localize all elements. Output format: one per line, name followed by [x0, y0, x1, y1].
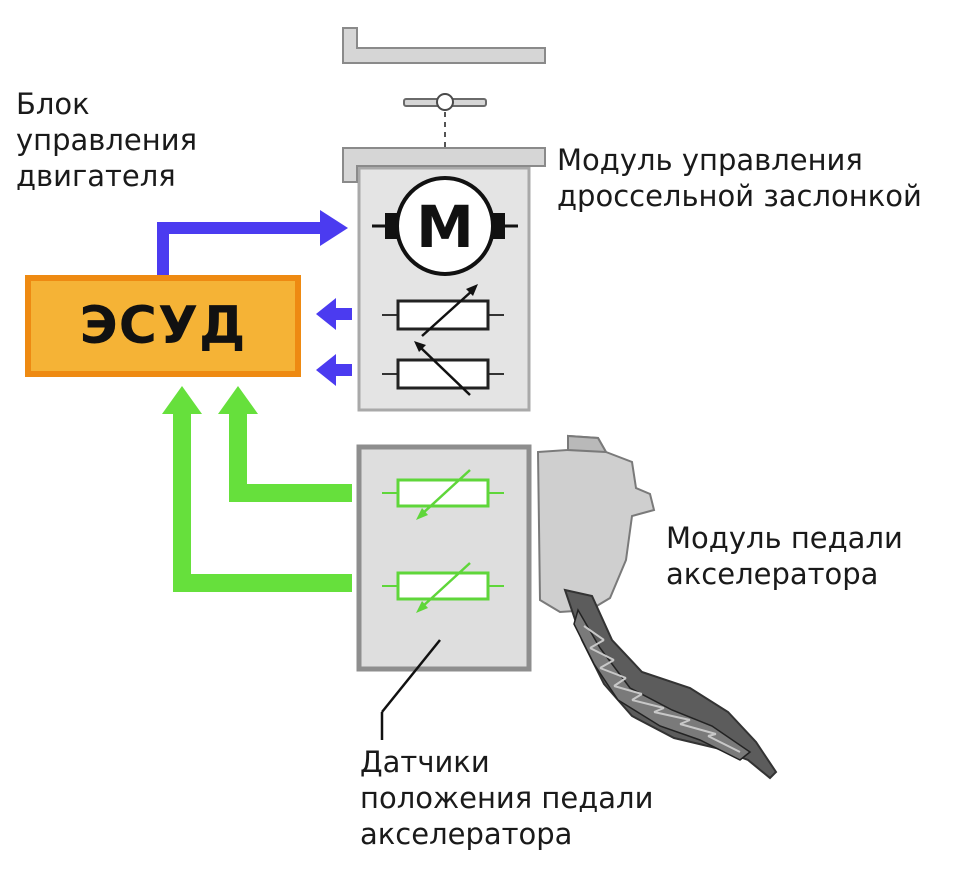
pedal-icon	[536, 434, 778, 780]
ecu-label: Блок управления двигателя	[16, 86, 197, 194]
throttle-pipe-top	[342, 27, 546, 64]
potentiometer-icon	[382, 469, 504, 520]
sensor-arrow	[218, 386, 352, 502]
sensor-arrow	[162, 386, 352, 592]
ecu-box-label: ЭСУД	[79, 296, 247, 356]
pedal-module-label: Модуль педали акселератора	[666, 520, 903, 592]
potentiometer-icon	[382, 562, 504, 613]
ecu-box: ЭСУД	[25, 275, 301, 377]
throttle-feedback-arrow	[316, 298, 352, 330]
throttle-plate-icon	[403, 93, 487, 111]
sensors-leader-line	[381, 639, 441, 713]
sensors-label: Датчики положения педали акселератора	[360, 744, 653, 852]
potentiometer-icon	[382, 284, 504, 337]
potentiometer-icon	[382, 341, 504, 396]
control-arrow	[157, 210, 348, 275]
motor-symbol: M	[416, 193, 474, 261]
sensors-label-line2: положения педали	[360, 781, 654, 815]
sensors-label-line3: акселератора	[360, 817, 573, 851]
throttle-pipe-bottom	[342, 147, 546, 183]
sensors-label-line1: Датчики	[360, 745, 490, 779]
ecu-label-line2: управления	[16, 123, 198, 157]
throttle-label-line1: Модуль управления	[557, 143, 863, 177]
ecu-label-line1: Блок	[16, 87, 90, 121]
motor-icon: M	[372, 176, 518, 276]
ecu-label-line3: двигателя	[16, 159, 176, 193]
pedal-label-line2: акселератора	[666, 557, 879, 591]
throttle-feedback-arrow	[316, 354, 352, 386]
throttle-module-label: Модуль управления дроссельной заслонкой	[557, 142, 922, 214]
throttle-label-line2: дроссельной заслонкой	[557, 179, 922, 213]
pedal-label-line1: Модуль педали	[666, 521, 903, 555]
